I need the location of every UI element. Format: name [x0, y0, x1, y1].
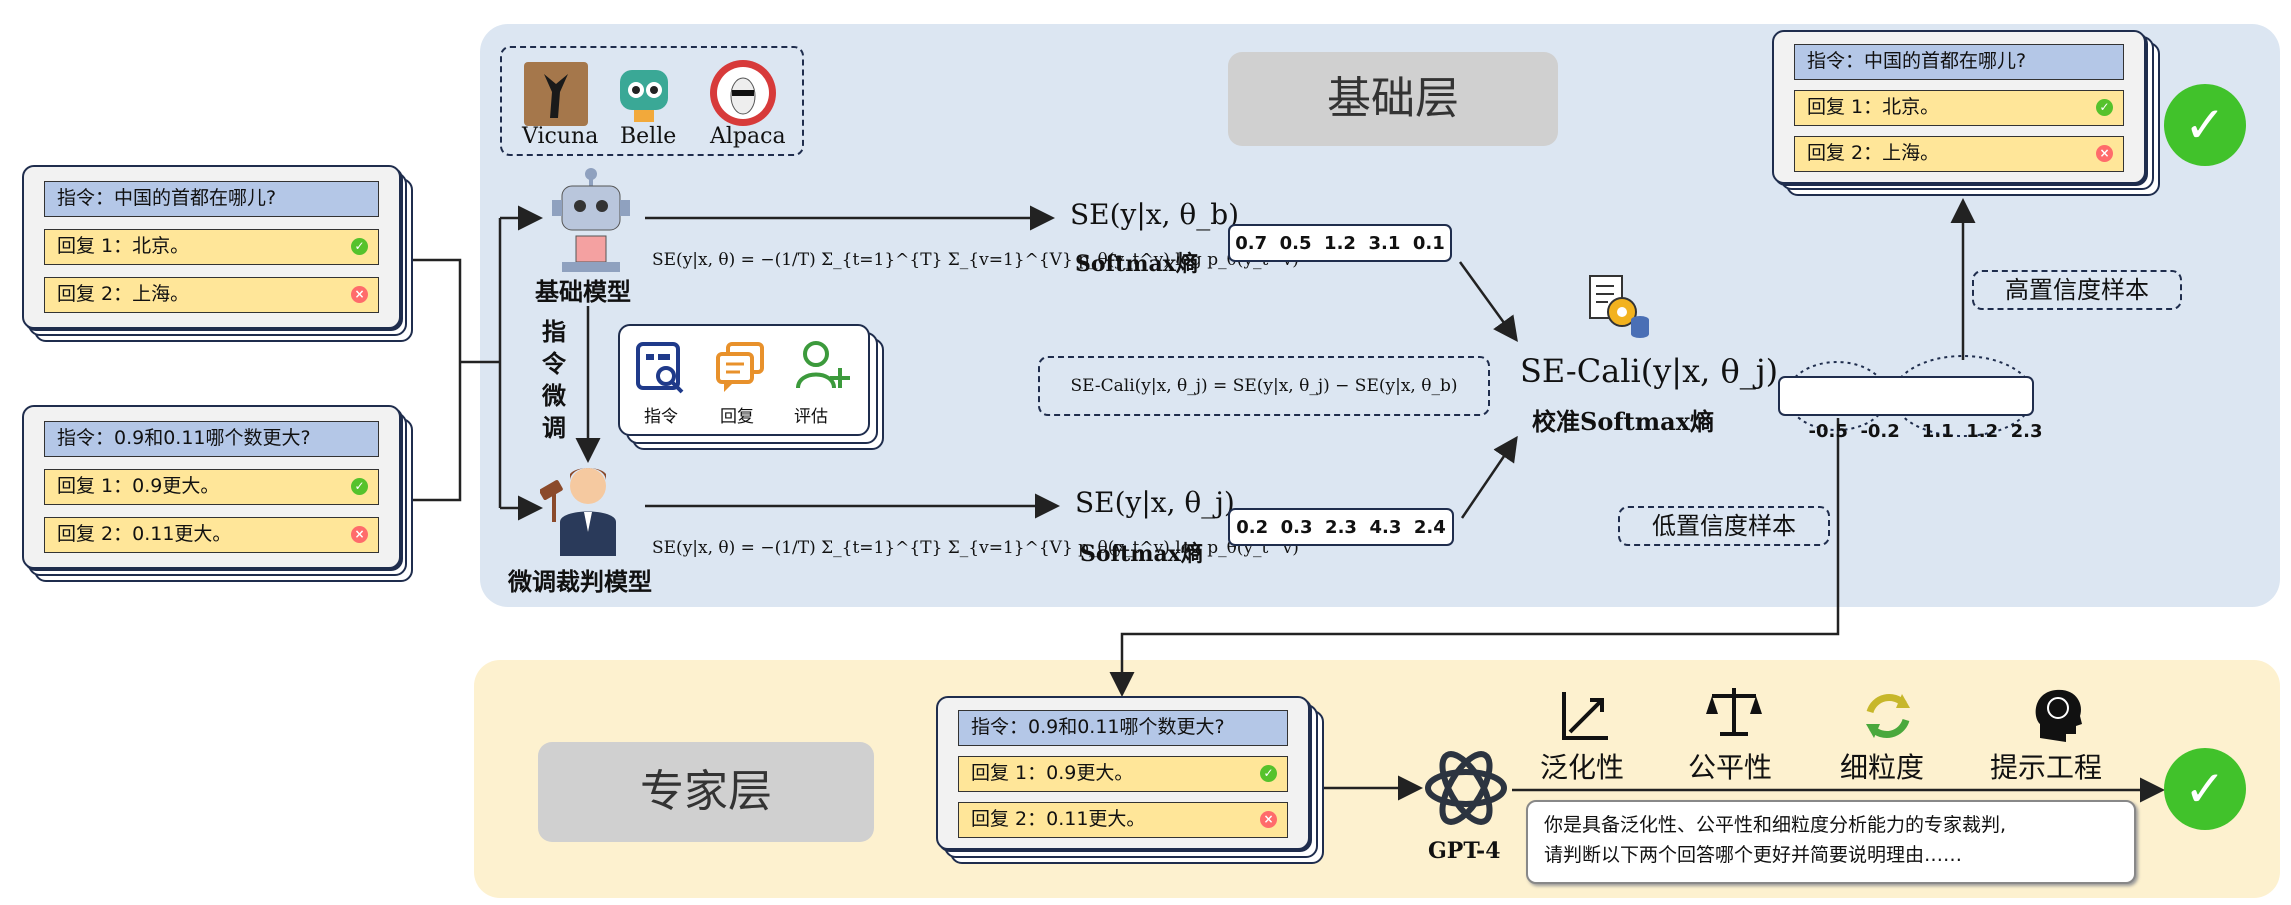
expert-answer1-text: 回复 1：0.9更大。 — [971, 762, 1134, 784]
refresh-cycle-icon — [1858, 688, 1918, 744]
alpaca-logo-icon — [708, 58, 778, 128]
criteria-granularity: 细粒度 — [1840, 751, 1925, 784]
reply-icon — [714, 340, 768, 400]
sample1-answer1: 回复 1：北京。 ✓ — [44, 229, 379, 265]
criteria-prompt-engineering: 提示工程 — [1990, 751, 2103, 784]
criteria-generalization: 泛化性 — [1540, 751, 1625, 784]
sample1-answer2-text: 回复 2：上海。 — [57, 283, 190, 305]
balance-scale-icon — [1704, 684, 1764, 740]
cali-title: SE-Cali(y|x, θ_j) — [1520, 352, 1779, 390]
success-check-icon-top: ✓ — [2164, 84, 2246, 166]
finetune-char-4: 调 — [542, 413, 566, 442]
sample2-card: 指令：0.9和0.11哪个数更大? 回复 1：0.9更大。 ✓ 回复 2：0.1… — [22, 405, 401, 569]
document-gear-icon — [1584, 272, 1654, 342]
entropy-formula-bottom: SE(y|x, θ) = −(1/T) Σ_{t=1}^{T} Σ_{v=1}^… — [652, 538, 1299, 558]
cross-icon: × — [2096, 145, 2113, 162]
expert-layer-title: 专家层 — [538, 742, 874, 842]
cross-icon: × — [1260, 811, 1277, 828]
finetune-items-card: 指令 回复 评估 — [618, 324, 870, 436]
expert-answer1: 回复 1：0.9更大。 ✓ — [958, 756, 1288, 792]
robot-icon — [548, 166, 634, 272]
softmax-label-top: Softmax熵 — [1075, 251, 1198, 277]
values-judge-box: 0.2 0.3 2.3 4.3 2.4 — [1228, 508, 1454, 546]
cali-values-box: -0.5 -0.2 1.1 1.2 2.3 — [1778, 376, 2043, 442]
finetune-item-instruction: 指令 — [644, 407, 678, 427]
output-answer1: 回复 1：北京。 ✓ — [1794, 90, 2124, 126]
sample1-answer1-text: 回复 1：北京。 — [57, 235, 190, 257]
softmax-label-bottom: Softmax熵 — [1080, 541, 1203, 567]
judge-person-icon — [539, 460, 630, 556]
output-answer2-text: 回复 2：上海。 — [1807, 142, 1940, 164]
sample1-instruction: 指令：中国的首都在哪儿? — [44, 181, 379, 217]
output-card: 指令：中国的首都在哪儿? 回复 1：北京。 ✓ 回复 2：上海。 × — [1772, 30, 2146, 184]
output-instruction: 指令：中国的首都在哪儿? — [1794, 44, 2124, 80]
check-icon: ✓ — [2096, 99, 2113, 116]
sample2-answer1: 回复 1：0.9更大。 ✓ — [44, 469, 379, 505]
low-values: -0.5 -0.2 — [1808, 421, 1900, 442]
model-name-vicuna: Vicuna — [522, 124, 599, 149]
belle-logo-icon — [612, 60, 676, 124]
finetune-item-reply: 回复 — [720, 407, 754, 427]
instruction-icon — [634, 340, 688, 400]
expert-sample-card: 指令：0.9和0.11哪个数更大? 回复 1：0.9更大。 ✓ 回复 2：0.1… — [936, 696, 1310, 850]
check-icon: ✓ — [351, 238, 368, 255]
output-answer2: 回复 2：上海。 × — [1794, 136, 2124, 172]
cross-icon: × — [351, 286, 368, 303]
finetune-char-2: 令 — [542, 349, 566, 378]
sample1-card: 指令：中国的首都在哪儿? 回复 1：北京。 ✓ 回复 2：上海。 × — [22, 165, 401, 329]
evaluate-icon — [794, 338, 854, 400]
cali-formula-box: SE-Cali(y|x, θ_j) = SE(y|x, θ_j) − SE(y|… — [1038, 356, 1490, 416]
gpt4-label: GPT-4 — [1428, 838, 1501, 864]
finetune-item-evaluate: 评估 — [794, 407, 828, 427]
vicuna-logo-icon — [524, 62, 588, 126]
success-check-icon-bottom: ✓ — [2164, 748, 2246, 830]
prompt-box: 你是具备泛化性、公平性和细粒度分析能力的专家裁判, 请判断以下两个回答哪个更好并… — [1526, 800, 2136, 884]
high-confidence-label: 高置信度样本 — [1972, 270, 2182, 310]
low-confidence-label: 低置信度样本 — [1618, 506, 1830, 546]
cross-icon: × — [351, 526, 368, 543]
values-base-box: 0.7 0.5 1.2 3.1 0.1 — [1228, 224, 1452, 262]
generalization-icon — [1560, 690, 1610, 742]
entropy-formula-top: SE(y|x, θ) = −(1/T) Σ_{t=1}^{T} Σ_{v=1}^… — [652, 250, 1299, 270]
sample1-answer2: 回复 2：上海。 × — [44, 277, 379, 313]
expert-answer2-text: 回复 2：0.11更大。 — [971, 808, 1146, 830]
gpt4-logo-icon — [1418, 740, 1514, 836]
prompt-line-2: 请判断以下两个回答哪个更好并简要说明理由…… — [1544, 844, 1963, 866]
expert-instruction: 指令：0.9和0.11哪个数更大? — [958, 710, 1288, 746]
se-base-label: SE(y|x, θ_b) — [1070, 198, 1240, 231]
judge-model-label: 微调裁判模型 — [508, 567, 652, 596]
sample2-instruction: 指令：0.9和0.11哪个数更大? — [44, 421, 379, 457]
se-judge-label: SE(y|x, θ_j) — [1075, 486, 1235, 519]
model-name-belle: Belle — [620, 124, 677, 149]
model-logos-box: Vicuna Belle Alpaca — [500, 46, 804, 156]
prompt-line-1: 你是具备泛化性、公平性和细粒度分析能力的专家裁判, — [1544, 814, 2007, 836]
check-icon: ✓ — [1260, 765, 1277, 782]
sample2-answer2: 回复 2：0.11更大。 × — [44, 517, 379, 553]
cali-label: 校准Softmax熵 — [1532, 407, 1715, 436]
finetune-char-3: 微 — [542, 381, 566, 410]
output-answer1-text: 回复 1：北京。 — [1807, 96, 1940, 118]
finetune-label: 指 令 微 调 — [542, 316, 566, 444]
sample2-answer1-text: 回复 1：0.9更大。 — [57, 475, 220, 497]
model-name-alpaca: Alpaca — [710, 124, 786, 149]
brain-head-icon — [2032, 686, 2084, 744]
base-model-label: 基础模型 — [535, 277, 631, 306]
high-values: 1.1 1.2 2.3 — [1921, 421, 2043, 442]
sample2-answer2-text: 回复 2：0.11更大。 — [57, 523, 232, 545]
base-layer-title: 基础层 — [1228, 52, 1558, 146]
expert-answer2: 回复 2：0.11更大。 × — [958, 802, 1288, 838]
check-icon: ✓ — [351, 478, 368, 495]
finetune-char-1: 指 — [542, 317, 566, 346]
criteria-fairness: 公平性 — [1688, 751, 1773, 784]
